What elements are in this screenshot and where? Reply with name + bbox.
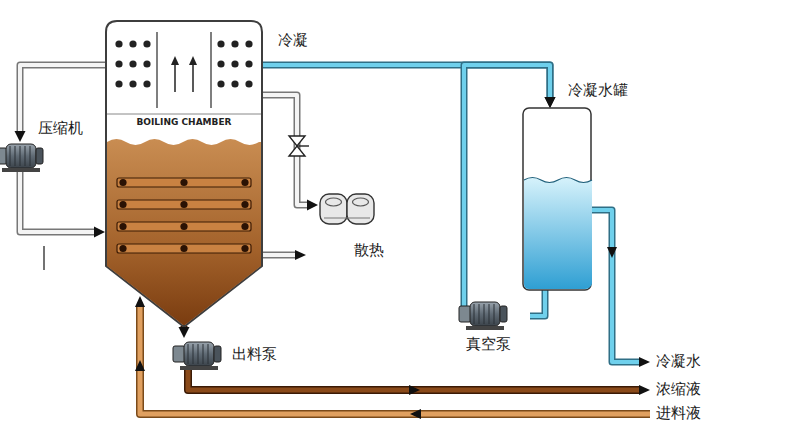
pipe-fill: [263, 95, 309, 205]
node-label: 冷凝水罐: [568, 82, 628, 99]
node-label: 出料泵: [232, 346, 277, 363]
pipe-connector: [263, 65, 556, 108]
vacuum-pump: 真空泵: [456, 298, 532, 360]
stream-label: 冷凝水: [656, 353, 701, 370]
compressor-icon-holder: [0, 140, 52, 178]
pump-icon: [170, 338, 230, 372]
condensate-outlet-pipe: [591, 210, 640, 362]
flow-arrowhead: [607, 247, 617, 258]
condensate-pipe: [530, 290, 545, 316]
stream-label: 进料液: [656, 405, 701, 422]
arrowhead: [307, 200, 318, 211]
pump-icon: [456, 298, 516, 332]
feed-pipe: [140, 306, 650, 414]
heat-outlet-pipe: [263, 252, 296, 259]
pipe-outline: [263, 65, 550, 99]
pipe-fill: [20, 168, 96, 232]
pipe-fill: [263, 65, 550, 99]
condensate-outlet-pipe: [591, 210, 640, 362]
valve-symbol: [289, 136, 309, 156]
condensate-pipe: [530, 290, 545, 316]
valve-stem: [297, 145, 309, 146]
evaporator-vessel-shape: [105, 20, 263, 328]
pump-icon: [0, 140, 52, 174]
cooler-icon: [318, 188, 378, 228]
cooler: 散热: [318, 188, 390, 266]
compressor: 压缩机: [6, 120, 96, 178]
stream-label: 冷凝: [278, 32, 308, 49]
concentrate-pipe: [188, 370, 640, 390]
node-label: BOILING CHAMBER: [105, 117, 263, 127]
node-label: 真空泵: [466, 336, 511, 353]
flow-arrowhead: [639, 357, 650, 367]
pipe-stub: [43, 246, 45, 270]
condensate-tank: 冷凝水罐: [522, 80, 642, 292]
pipe-connector: [263, 95, 318, 211]
pipe-outline: [20, 168, 96, 232]
evaporator-vessel: BOILING CHAMBER: [105, 20, 263, 328]
pipe-outline: [263, 95, 309, 205]
flow-arrowhead: [639, 385, 650, 395]
flow-arrowhead: [295, 250, 306, 260]
stream-label: 浓缩液: [656, 381, 701, 398]
arrowhead: [94, 227, 105, 238]
valve-half: [289, 136, 305, 146]
feed-pipe: [140, 306, 650, 414]
valve-half: [289, 146, 305, 156]
arrowhead: [545, 97, 556, 108]
condensate-tank-shape: [522, 80, 594, 292]
pipe-connector: [15, 65, 106, 142]
pipe-connector: [20, 168, 105, 238]
heat-outlet-pipe: [263, 253, 296, 257]
pipe-connector: [179, 326, 190, 338]
flow-arrowhead: [135, 360, 145, 371]
flow-arrowhead: [410, 409, 421, 419]
flow-arrowhead: [135, 296, 145, 307]
flow-arrowhead: [409, 385, 420, 395]
discharge-pump: 出料泵: [170, 338, 286, 374]
node-label: 压缩机: [38, 120, 83, 137]
arrowhead: [15, 131, 26, 142]
arrowhead: [545, 97, 556, 108]
node-label: 散热: [354, 242, 384, 259]
concentrate-pipe: [188, 370, 640, 390]
arrowhead: [179, 327, 190, 338]
